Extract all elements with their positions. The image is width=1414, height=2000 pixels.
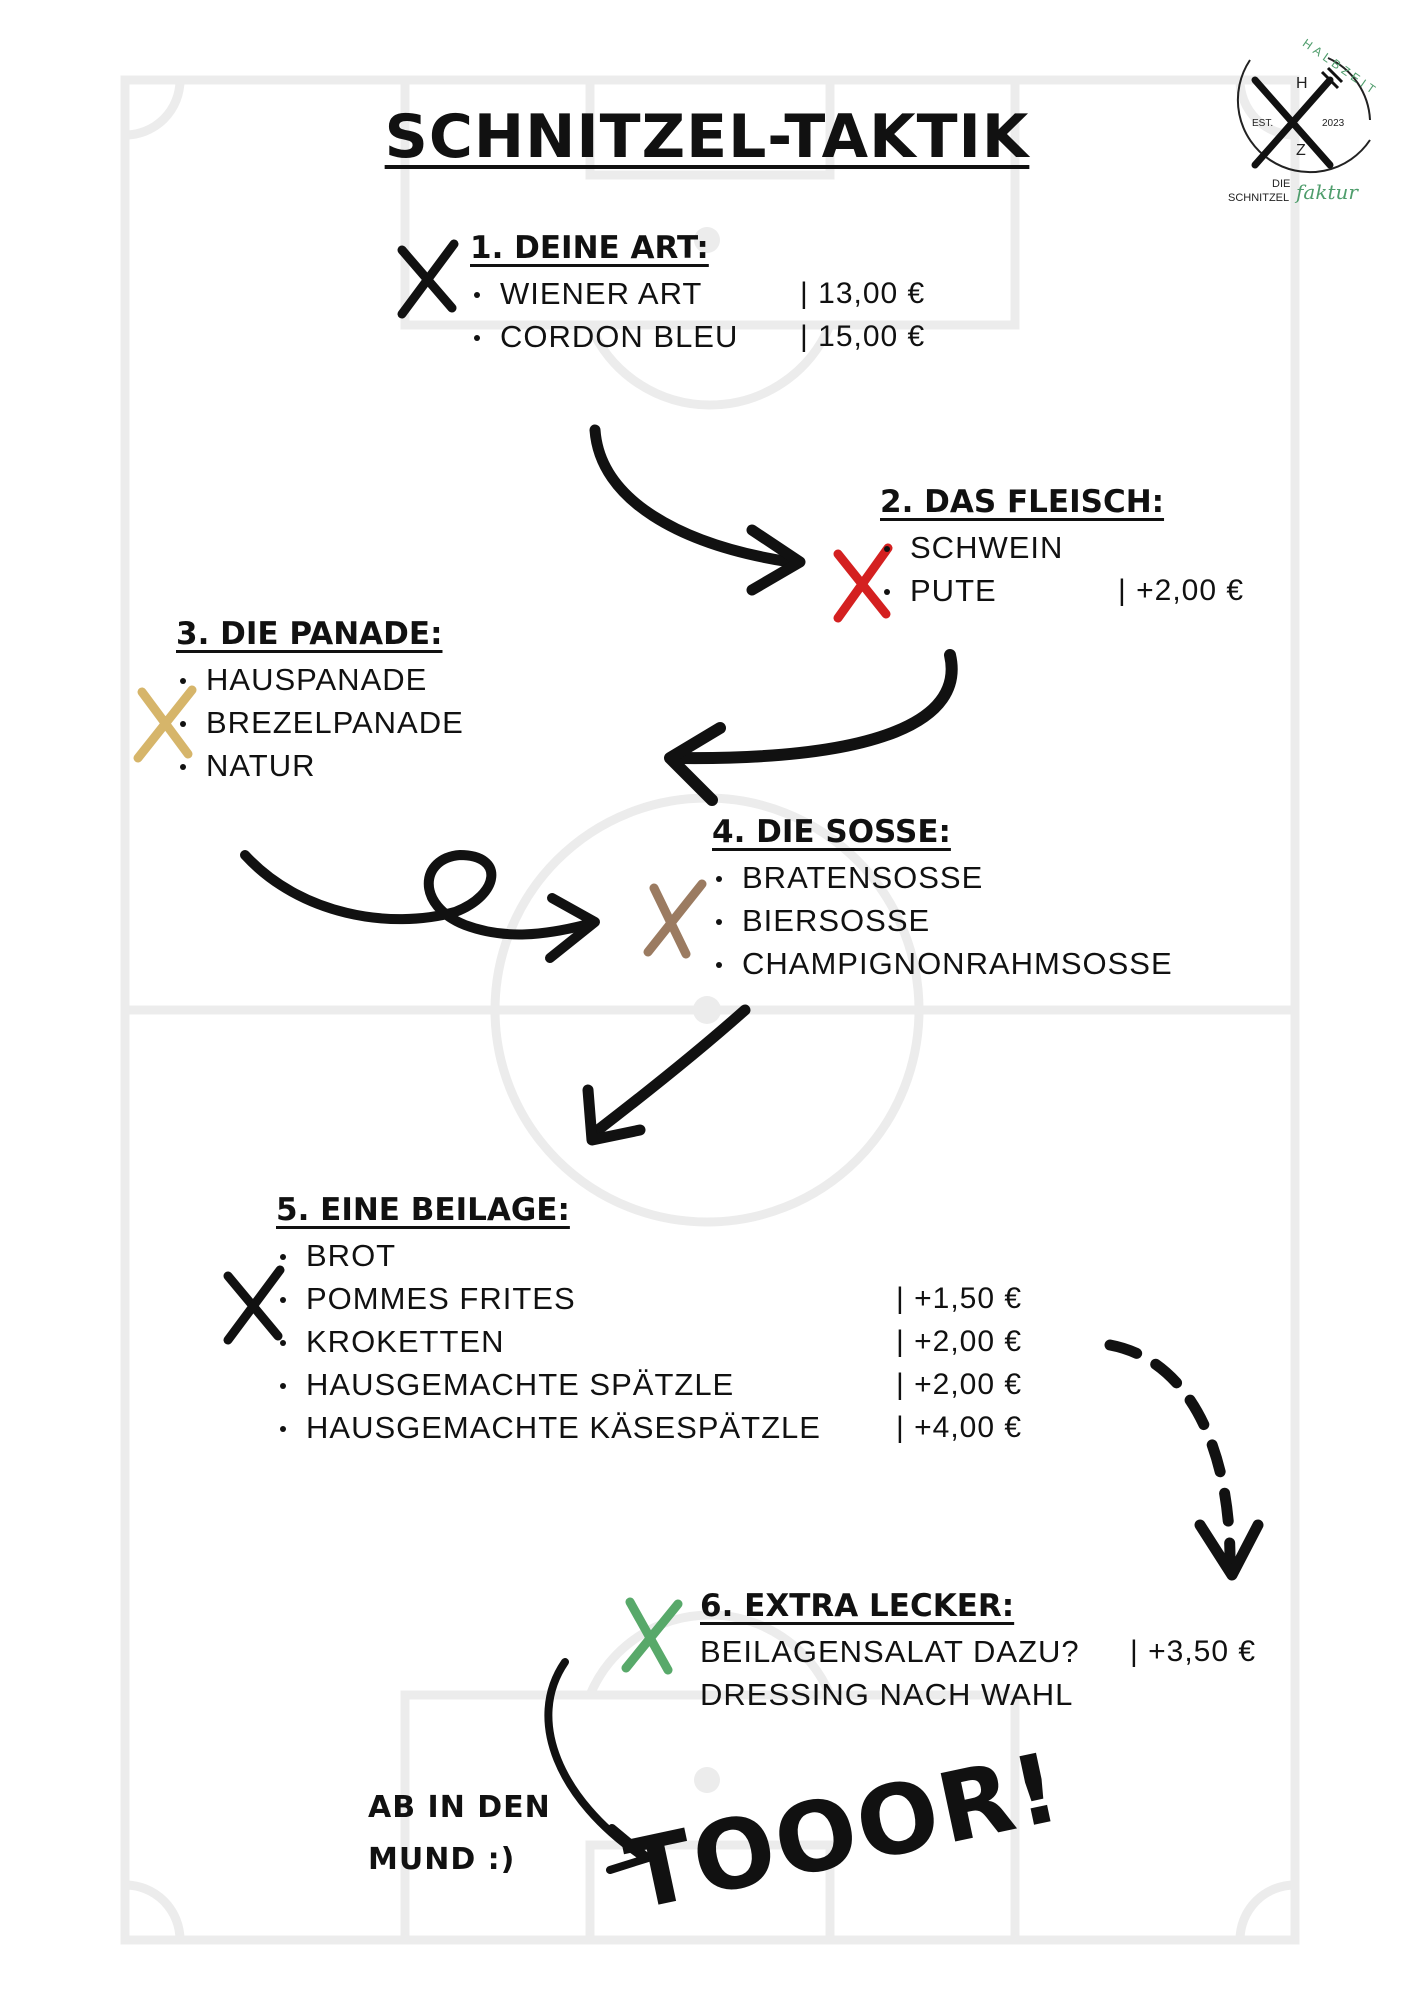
section-art-list: WIENER ART | 13,00 € CORDON BLEU | 15,00…: [470, 272, 924, 358]
section-sosse: 4. DIE SOSSE: BRATENSOSSE BIERSOSSE CHAM…: [712, 812, 1173, 985]
item-price: | +4,00 €: [896, 1411, 1023, 1444]
list-item: WIENER ART | 13,00 €: [470, 272, 924, 315]
section-art-heading: 1. DEINE ART:: [470, 230, 709, 266]
center-spot: [693, 996, 721, 1024]
list-item: DRESSING NACH WAHL: [700, 1677, 1074, 1712]
section-extra-heading: 6. EXTRA LECKER:: [700, 1588, 1015, 1624]
top-penalty-arc: [585, 323, 835, 410]
list-item: NATUR: [176, 744, 464, 787]
bottom-penalty-arc: [585, 1610, 835, 1697]
arrow-4-to-5: [582, 1004, 751, 1146]
section-extra: 6. EXTRA LECKER: BEILAGENSALAT DAZU? | +…: [700, 1586, 1255, 1716]
page-title: SCHNITZEL-TAKTIK: [384, 102, 1030, 172]
section-sosse-heading: 4. DIE SOSSE:: [712, 814, 951, 850]
list-item: BRATENSOSSE: [712, 856, 1173, 899]
list-item: POMMES FRITES | +1,50 €: [276, 1277, 1021, 1320]
mark-beilage: [223, 1265, 285, 1345]
mark-sosse: [643, 879, 707, 959]
logo-year: 2023: [1322, 118, 1345, 129]
closing-line-1: AB IN DEN: [368, 1790, 551, 1825]
logo-letter-h: H: [1296, 75, 1308, 92]
mark-extra: [621, 1597, 683, 1675]
section-beilage-heading: 5. EINE BEILAGE:: [276, 1192, 570, 1228]
top-goal-box: [585, 75, 835, 180]
section-fleisch-heading: 2. DAS FLEISCH:: [880, 484, 1165, 520]
list-item: BREZELPANADE: [176, 701, 464, 744]
section-sosse-list: BRATENSOSSE BIERSOSSE CHAMPIGNONRAHMSOSS…: [712, 856, 1173, 985]
section-fleisch: 2. DAS FLEISCH: SCHWEIN PUTE | +2,00 €: [880, 482, 1243, 612]
arrow-3-to-4-loop: [240, 850, 600, 963]
list-item: HAUSGEMACHTE SPÄTZLE | +2,00 €: [276, 1363, 1021, 1406]
fork-icon: [1251, 76, 1334, 169]
logo-line-schnitzel: SCHNITZEL: [1228, 192, 1290, 204]
bottom-penalty-spot: [694, 1767, 720, 1793]
arrow-6-to-goal: [544, 1658, 652, 1874]
item-price: | 13,00 €: [800, 277, 926, 310]
list-item: BEILAGENSALAT DAZU? | +3,50 €: [700, 1630, 1255, 1673]
halbzeit-logo: HALBZEIT H Z EST. 2023 DIE SCHNITZEL fak…: [1210, 30, 1390, 210]
list-item: KROKETTEN | +2,00 €: [276, 1320, 1021, 1363]
list-item: BIERSOSSE: [712, 899, 1173, 942]
section-fleisch-list: SCHWEIN PUTE | +2,00 €: [880, 526, 1243, 612]
list-item: HAUSPANADE: [176, 658, 464, 701]
item-price: | +2,00 €: [896, 1325, 1023, 1358]
logo-emblem: [1236, 57, 1371, 174]
section-beilage: 5. EINE BEILAGE: BROT POMMES FRITES | +1…: [276, 1190, 1021, 1449]
section-extra-list: BEILAGENSALAT DAZU? | +3,50 € DRESSING N…: [700, 1630, 1255, 1716]
mark-art: [397, 239, 459, 319]
logo-est: EST.: [1252, 118, 1274, 129]
closing-text: AB IN DEN MUND :): [368, 1782, 551, 1886]
list-item: SCHWEIN: [880, 526, 1164, 569]
closing-line-2: MUND :): [368, 1842, 516, 1877]
logo-letter-z: Z: [1296, 142, 1306, 159]
mark-fleisch: [833, 543, 893, 623]
corner-arc-bl: [124, 1880, 185, 1941]
list-item: CORDON BLEU | 15,00 €: [470, 315, 924, 358]
corner-arc-tl: [124, 79, 185, 140]
section-panade-list: HAUSPANADE BREZELPANADE NATUR: [176, 658, 464, 787]
list-item: CHAMPIGNONRAHMSOSSE: [712, 942, 1173, 985]
mark-panade: [133, 685, 197, 763]
arrow-5-to-6-dashed: [1104, 1339, 1236, 1566]
item-price: | +2,00 €: [1118, 574, 1245, 607]
corner-arc-br: [1235, 1880, 1296, 1941]
item-price: | 15,00 €: [800, 320, 926, 353]
top-penalty-spot: [694, 227, 720, 253]
arrow-1-to-2: [589, 424, 806, 596]
section-art: 1. DEINE ART: WIENER ART | 13,00 € CORDO…: [470, 228, 924, 358]
list-item: HAUSGEMACHTE KÄSESPÄTZLE | +4,00 €: [276, 1406, 1021, 1449]
section-panade-heading: 3. DIE PANADE:: [176, 616, 443, 652]
list-item: PUTE | +2,00 €: [880, 569, 1243, 612]
section-beilage-list: BROT POMMES FRITES | +1,50 € KROKETTEN |…: [276, 1234, 1021, 1449]
section-panade: 3. DIE PANADE: HAUSPANADE BREZELPANADE N…: [176, 614, 464, 787]
bottom-goal-box: [585, 1840, 835, 1945]
arrow-5-to-6-head: [1194, 1519, 1264, 1581]
logo-line-die: DIE: [1272, 178, 1291, 190]
item-price: | +1,50 €: [896, 1282, 1023, 1315]
list-item: BROT: [276, 1234, 821, 1277]
item-price: | +2,00 €: [896, 1368, 1023, 1401]
arrow-2-to-4: [664, 649, 958, 806]
logo-script: faktur: [1296, 180, 1358, 204]
item-price: | +3,50 €: [1130, 1635, 1257, 1668]
